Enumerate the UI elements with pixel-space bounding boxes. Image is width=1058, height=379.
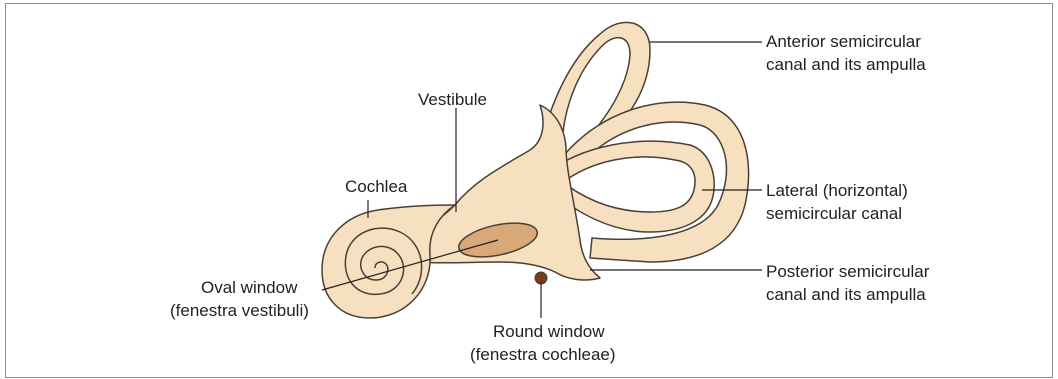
label-vestibule: Vestibule xyxy=(418,89,487,111)
label-anterior-line1: Anterior semicircular xyxy=(766,31,921,53)
label-posterior-line2: canal and its ampulla xyxy=(766,284,926,306)
posterior-semicircular-canal xyxy=(560,102,749,262)
label-oval-line1: Oval window xyxy=(201,277,297,299)
label-cochlea: Cochlea xyxy=(345,176,407,198)
label-oval-line2: (fenestra vestibuli) xyxy=(170,300,309,322)
label-lateral-line2: semicircular canal xyxy=(766,203,902,225)
label-anterior-line2: canal and its ampulla xyxy=(766,54,926,76)
label-lateral-line1: Lateral (horizontal) xyxy=(766,180,908,202)
label-posterior-line1: Posterior semicircular xyxy=(766,261,929,283)
label-round-line1: Round window xyxy=(493,321,605,343)
label-round-line2: (fenestra cochleae) xyxy=(470,344,616,366)
